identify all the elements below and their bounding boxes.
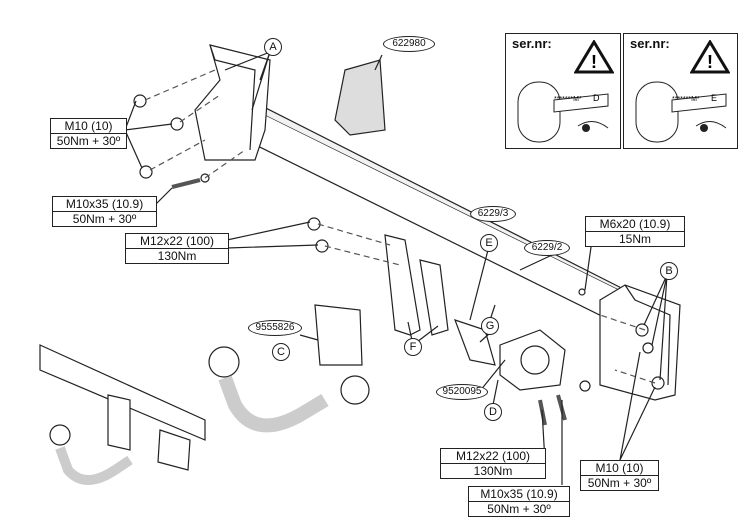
part-number-9520095: 9520095 (436, 384, 488, 400)
serial-box-d: ser.nr: ! *******M* D (505, 33, 621, 149)
serial-label: ser.nr: (512, 36, 552, 51)
left-bracket (194, 44, 271, 161)
torque-label-m10x35-top: M10x35 (10.9) 50Nm + 30º (52, 196, 157, 227)
inset-bumper (39, 344, 206, 441)
torque-label-m12x22-bottom: M12x22 (100) 130Nm (440, 448, 546, 479)
part-number-9555826: 9555826 (248, 320, 302, 336)
oval-plate-icon (517, 81, 609, 143)
part-number-6229-2: 6229/2 (524, 240, 570, 256)
serial-box-e: ser.nr: ! *******M* E (623, 33, 738, 149)
callout-b: B (660, 262, 678, 280)
callout-f: F (404, 338, 422, 356)
torque-label-m12x22-top: M12x22 (100) 130Nm (125, 233, 229, 264)
torque-label-m10x35-bottom: M10x35 (10.9) 50Nm + 30º (468, 486, 570, 517)
socket-plate (499, 329, 566, 391)
torque-label-m10-top: M10 (10) 50Nm + 30º (50, 118, 127, 149)
callout-a: A (264, 38, 282, 56)
svg-text:!: ! (707, 52, 713, 72)
warning-triangle-icon: ! (690, 40, 730, 74)
bracket-kit (334, 59, 386, 136)
svg-text:!: ! (591, 52, 597, 72)
serial-letter: D (593, 93, 600, 103)
callout-d: D (484, 403, 502, 421)
torque-label-m10-bottom: M10 (10) 50Nm + 30º (580, 460, 659, 491)
callout-c: C (272, 343, 290, 361)
torque-label-m6x20: M6x20 (10.9) 15Nm (585, 216, 685, 247)
serial-mark: *******M* (672, 96, 700, 103)
coupling-housing (314, 304, 363, 366)
warning-triangle-icon: ! (574, 40, 614, 74)
callout-g: G (481, 317, 499, 335)
part-number-6229-3: 6229/3 (470, 206, 516, 222)
callout-e: E (480, 234, 498, 252)
serial-mark: *******M* (554, 96, 582, 103)
serial-letter: E (711, 93, 718, 103)
mid-bracket (384, 234, 421, 336)
serial-label: ser.nr: (630, 36, 670, 51)
oval-plate-icon (635, 81, 727, 143)
part-number-622980: 622980 (383, 36, 435, 52)
tow-ball (208, 346, 240, 378)
